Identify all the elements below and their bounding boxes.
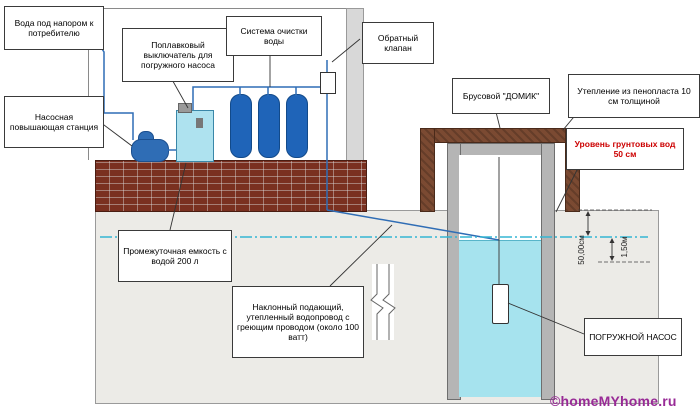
booster-pump-body: [131, 139, 169, 162]
submersible-pump-shape: [492, 284, 509, 324]
label-float-switch: Поплавковый выключатель для погружного н…: [122, 28, 234, 82]
label-pump-station: Насосная повышающая станция: [4, 96, 104, 148]
label-groundwater-level: Уровень грунтовых вод 50 см: [566, 128, 684, 170]
label-insulation: Утепление из пенопласта 10 см толщиной: [568, 74, 700, 118]
house-roof-line: [88, 8, 362, 9]
label-timber-house: Брусовой "ДОМИК": [452, 78, 550, 114]
label-intermediate-tank: Промежуточная емкость с водой 200 л: [118, 230, 232, 282]
float-switch-shape: [196, 118, 203, 128]
filter-cylinder-1: [230, 94, 252, 158]
house-left-wall-line: [88, 8, 89, 160]
filter-cylinder-3: [286, 94, 308, 158]
filter-cylinder-2: [258, 94, 280, 158]
tank-cap: [178, 103, 192, 113]
dimension-150m-text: 1,50м: [619, 236, 629, 258]
site-watermark: ©homeMYhome.ru: [550, 393, 677, 409]
dimension-50cm-text: 50,00см: [576, 235, 586, 265]
label-submersible-pump: ПОГРУЖНОЙ НАСОС: [584, 318, 682, 356]
label-water-to-consumer: Вода под напором к потребителю: [4, 6, 104, 50]
check-valve-shape: [320, 72, 336, 94]
intermediate-tank: [176, 110, 214, 162]
label-purification-system: Система очистки воды: [226, 16, 322, 56]
label-inclined-pipe: Наклонный подающий, утепленный водопрово…: [232, 286, 364, 358]
label-check-valve: Обратный клапан: [362, 22, 434, 64]
house-foundation-brick: [95, 160, 367, 212]
well-casing-right: [541, 143, 555, 400]
well-shaft-air: [459, 155, 541, 241]
well-house-frame-top: [420, 128, 580, 143]
well-house-frame-left: [420, 128, 435, 212]
